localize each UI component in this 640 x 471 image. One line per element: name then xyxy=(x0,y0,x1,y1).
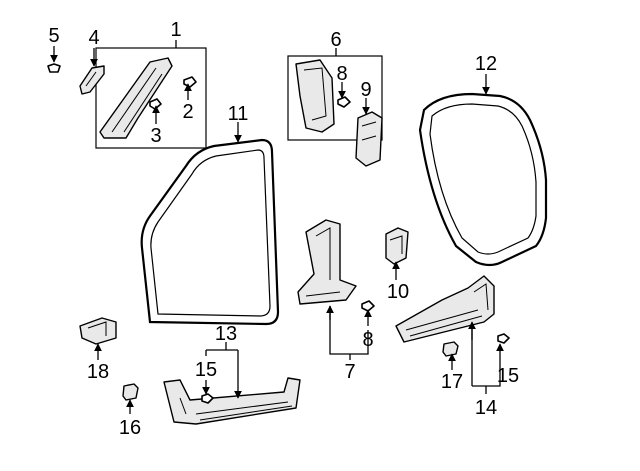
callout-16: 16 xyxy=(119,417,141,439)
clip-15-rear xyxy=(497,333,510,344)
garnish-edge-line xyxy=(111,67,163,133)
callout-18: 18 xyxy=(87,361,109,383)
callout-15-front: 15 xyxy=(195,359,217,381)
callout-17: 17 xyxy=(441,371,463,393)
center-pillar-upper-group xyxy=(287,55,383,167)
belt-cover-10-detail xyxy=(389,235,403,254)
front-pillar-garnish-group xyxy=(95,47,207,149)
center-pillar-lower-group xyxy=(297,219,375,312)
front-pillar-garnish xyxy=(99,57,173,139)
rear-scuff-plate-group xyxy=(395,275,510,357)
seat-belt-cover-9 xyxy=(355,111,383,167)
callout-14: 14 xyxy=(475,397,497,419)
callout-4: 4 xyxy=(88,27,99,49)
rear-scuff-plate xyxy=(395,275,495,343)
assist-grip-detail xyxy=(85,71,97,87)
clip-8-upper xyxy=(337,96,351,108)
callout-7: 7 xyxy=(344,361,355,383)
scuff-plate-ribs xyxy=(179,397,293,421)
clip-5 xyxy=(47,63,61,73)
callout-10: 10 xyxy=(387,281,409,303)
upper-garnish-detail xyxy=(303,67,327,121)
callout-labels: 1 2 3 4 5 6 8 9 11 12 10 8 7 18 13 15 16… xyxy=(48,19,519,439)
callout-8-upper: 8 xyxy=(336,63,347,85)
callout-12: 12 xyxy=(475,53,497,75)
part-18-group xyxy=(79,317,117,345)
clip-16 xyxy=(122,383,139,401)
bracket-18-detail xyxy=(87,321,107,336)
center-pillar-lower-garnish xyxy=(297,219,357,305)
bracket-18 xyxy=(79,317,117,345)
clip-17 xyxy=(442,341,459,357)
lower-garnish-detail xyxy=(305,227,341,297)
clip-8-lower xyxy=(361,300,375,312)
callout-9: 9 xyxy=(360,79,371,101)
callout-8-lower: 8 xyxy=(362,329,373,351)
rear-scuff-ribs xyxy=(405,283,489,337)
assist-grip-cover xyxy=(79,65,105,95)
part-4-group xyxy=(79,65,105,95)
callout-15-rear: 15 xyxy=(497,365,519,387)
callout-1: 1 xyxy=(170,19,181,41)
front-scuff-plate xyxy=(163,377,301,425)
part-10-group xyxy=(385,227,409,265)
callout-3: 3 xyxy=(150,125,161,147)
seat-belt-cover-10 xyxy=(385,227,409,265)
callout-13: 13 xyxy=(215,323,237,345)
rear-door-weatherstrip xyxy=(418,92,548,267)
group-6-box xyxy=(287,55,383,141)
front-door-weatherstrip xyxy=(140,138,280,326)
front-scuff-plate-group xyxy=(163,377,301,425)
callout-2: 2 xyxy=(182,101,193,123)
group-1-box xyxy=(95,47,207,149)
leader-lines xyxy=(50,40,504,414)
callout-6: 6 xyxy=(330,29,341,51)
belt-cover-detail xyxy=(361,121,377,141)
callout-11: 11 xyxy=(228,103,249,125)
clip-2 xyxy=(183,76,197,88)
callout-5: 5 xyxy=(48,25,59,47)
center-pillar-upper-garnish xyxy=(295,59,335,133)
